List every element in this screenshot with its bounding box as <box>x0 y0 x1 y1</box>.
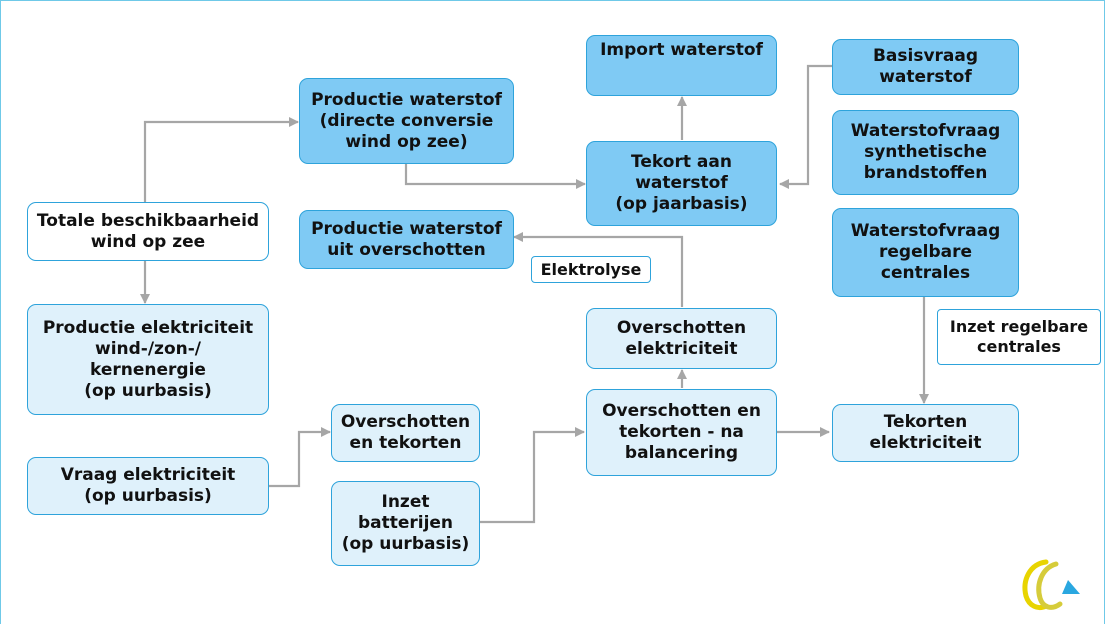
waterstofvraag-synthetisch-node: Waterstofvraag synthetische brandstoffen <box>832 110 1019 195</box>
edge-batterijen-to-balancering <box>480 427 585 524</box>
tekort-waterstof-node: Tekort aan waterstof (op jaarbasis) <box>586 141 777 226</box>
overschotten-tekorten-node: Overschotten en tekorten <box>331 404 480 462</box>
edge-basisvraag-to-tekort <box>779 64 832 189</box>
elektrolyse-label: Elektrolyse <box>531 256 651 283</box>
tekorten-elektriciteit-node: Tekorten elektriciteit <box>832 404 1019 462</box>
edge-productie-direct-to-tekort <box>404 163 586 189</box>
totale-beschikbaarheid-node: Totale beschikbaarheid wind op zee <box>27 202 269 261</box>
inzet-regelbare-centrales-label: Inzet regelbare centrales <box>937 309 1101 365</box>
productie-waterstof-overschot-node: Productie waterstof uit overschotten <box>299 210 514 269</box>
productie-elektriciteit-node: Productie elektriciteit wind-/zon-/ kern… <box>27 304 269 415</box>
import-waterstof-node: Import waterstof <box>586 35 777 96</box>
na-balancering-node: Overschotten en tekorten - na balancerin… <box>586 389 777 476</box>
productie-waterstof-direct-node: Productie waterstof (directe conversie w… <box>299 78 514 164</box>
inzet-batterijen-node: Inzet batterijen (op uurbasis) <box>331 481 480 566</box>
organization-logo-icon <box>1022 559 1080 611</box>
waterstofvraag-regelbaar-node: Waterstofvraag regelbare centrales <box>832 208 1019 297</box>
vraag-elektriciteit-node: Vraag elektriciteit (op uurbasis) <box>27 457 269 515</box>
edge-vraag-elek-to-overschotten <box>268 427 331 488</box>
edge-totale-to-productie-direct <box>143 117 299 202</box>
basisvraag-waterstof-node: Basisvraag waterstof <box>832 39 1019 95</box>
edge-overschotten-elek-to-productie-overschot <box>513 232 684 307</box>
overschotten-elektriciteit-node: Overschotten elektriciteit <box>586 308 777 369</box>
